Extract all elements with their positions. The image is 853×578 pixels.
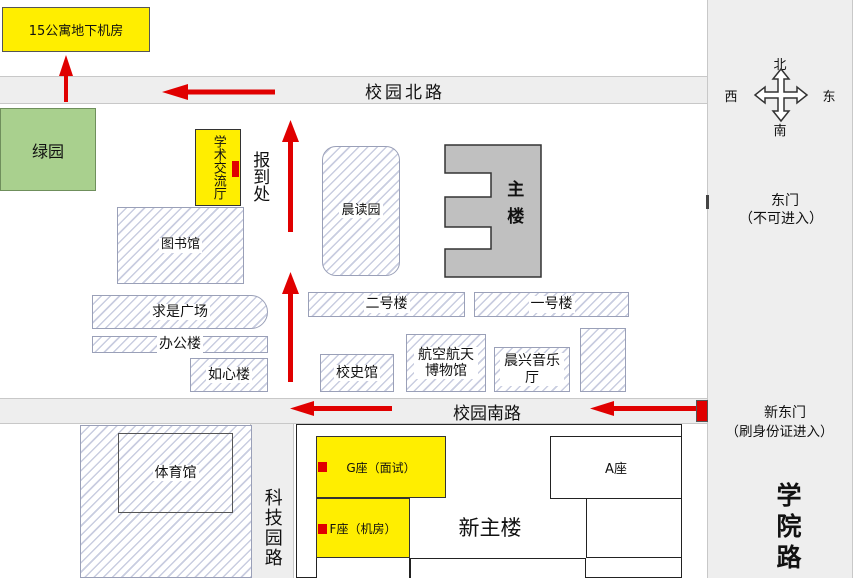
main-building-label: 主楼	[498, 172, 528, 242]
office-building: 办公楼	[92, 336, 268, 353]
library-label: 图书馆	[158, 237, 202, 253]
ruxin-building: 如心楼	[190, 358, 268, 392]
green-garden: 绿园	[0, 108, 96, 191]
g-building-label: G座（面试）	[346, 460, 416, 475]
compass-arrows-icon	[753, 67, 809, 123]
main-building-shape	[444, 144, 542, 278]
compass-south: 南	[773, 123, 787, 139]
keji-road	[250, 424, 294, 578]
arrow-up-upper-head	[282, 120, 299, 142]
arrow-up-lower-shaft	[288, 290, 293, 382]
f-building-server-room: F座（机房）	[316, 498, 410, 558]
east-gate-label: 东门	[771, 193, 799, 209]
qiushi-square: 求是广场	[92, 295, 268, 329]
office-building-label: 办公楼	[157, 336, 203, 353]
academic-exchange-hall-text: 学术交流厅	[210, 135, 226, 200]
g-building-interview: G座（面试）	[316, 436, 446, 498]
building-one: 一号楼	[474, 292, 629, 317]
unnamed-building	[580, 328, 626, 392]
new-east-gate-label: 新东门	[764, 405, 806, 421]
gymnasium-label: 体育馆	[152, 464, 199, 482]
arrow-north-road-head	[162, 84, 188, 100]
new-east-gate-marker	[696, 400, 708, 422]
main-building-text: 主楼	[503, 180, 524, 234]
a-building-label: A座	[605, 462, 627, 477]
registration-desk-text: 报到处	[249, 150, 270, 202]
registration-marker	[232, 161, 239, 177]
east-gate-note: （不可进入）	[739, 211, 823, 227]
arrow-south-road-right-head	[590, 401, 614, 416]
arrow-south-road-left-shaft	[312, 406, 392, 411]
aerospace-museum-label: 航空航天博物馆	[414, 346, 478, 380]
arrow-up-upper-shaft	[288, 138, 293, 232]
school-history-museum-label: 校史馆	[334, 364, 380, 382]
compass-north: 北	[773, 57, 787, 73]
ruxin-building-label: 如心楼	[206, 366, 252, 384]
academic-exchange-hall: 学术交流厅	[195, 129, 241, 206]
compass-west: 西	[724, 89, 738, 105]
arrow-south-road-left-head	[290, 401, 314, 416]
north-road-label: 校园北路	[365, 82, 445, 103]
keji-road-text: 科技园路	[261, 488, 283, 568]
gymnasium: 体育馆	[118, 433, 233, 513]
registration-desk: 报到处	[246, 146, 272, 206]
aerospace-museum: 航空航天博物馆	[406, 334, 486, 392]
bottom-strip	[410, 558, 586, 578]
library: 图书馆	[117, 207, 244, 284]
chenxing-concert-hall-label: 晨兴音乐厅	[500, 353, 564, 386]
building-one-label: 一号楼	[528, 296, 575, 313]
g-building-marker	[318, 462, 327, 472]
arrow-south-road-right-shaft	[612, 406, 696, 411]
south-road-label: 校园南路	[453, 403, 521, 424]
new-main-building-label: 新主楼	[458, 516, 522, 540]
apartment-15-server-room: 15公寓地下机房	[2, 7, 150, 52]
east-gate-marker	[706, 195, 709, 209]
building-two: 二号楼	[308, 292, 465, 317]
keji-road-label: 科技园路	[250, 478, 294, 578]
east-road-label: 学院路	[765, 480, 809, 576]
a-building-lower	[586, 498, 682, 558]
school-history-museum: 校史馆	[320, 354, 394, 392]
new-east-gate-note: （刷身份证进入）	[725, 424, 834, 440]
arrow-north-road-shaft	[185, 89, 275, 95]
arrow-apartment-shaft	[64, 74, 68, 102]
morning-reading-garden-label: 晨读园	[339, 202, 383, 219]
f-building-marker	[318, 524, 327, 534]
arrow-apartment-head	[59, 55, 73, 76]
building-two-label: 二号楼	[363, 296, 410, 313]
qiushi-square-label: 求是广场	[150, 303, 210, 321]
morning-reading-garden: 晨读园	[322, 146, 400, 276]
north-road	[0, 76, 708, 104]
chenxing-concert-hall: 晨兴音乐厅	[494, 347, 570, 392]
f-building-label: F座（机房）	[329, 521, 397, 536]
compass-east: 东	[822, 89, 836, 105]
east-road-text: 学院路	[773, 481, 802, 575]
arrow-up-lower-head	[282, 272, 299, 294]
